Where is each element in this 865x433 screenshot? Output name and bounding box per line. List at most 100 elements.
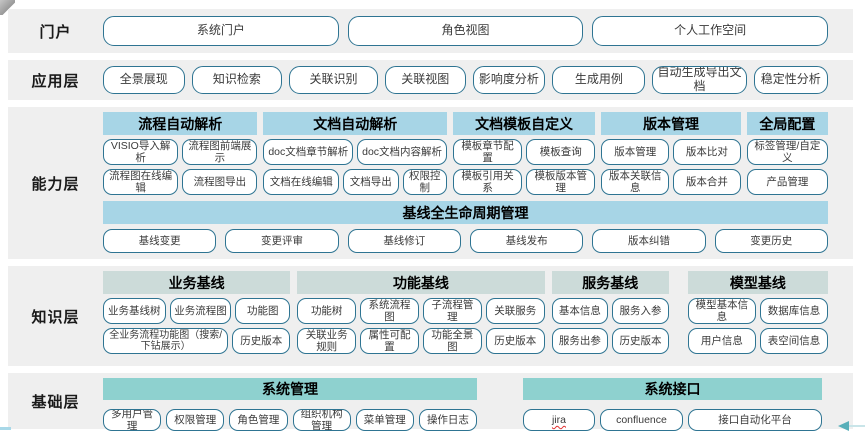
button-row: VISIO导入解析 流程图前端展示	[103, 139, 258, 165]
box-business-flowchart: 业务流程图	[169, 298, 232, 324]
box-knowledge-search: 知识检索	[191, 66, 283, 94]
box-auto-export-doc: 自动生成导出文档	[652, 66, 747, 94]
box-template-query: 模板查询	[526, 139, 596, 165]
box-history-version: 历史版本	[612, 328, 669, 354]
box-system-portal: 系统门户	[103, 16, 339, 46]
box-user-info: 用户信息	[687, 328, 756, 354]
box-org-structure-mgmt: 组织机构管理	[292, 409, 351, 431]
box-model-basic-info: 模型基本信息	[687, 298, 756, 324]
box-related-service: 关联服务	[485, 298, 545, 324]
group-service-baseline: 服务基线 基本信息 服务入参 服务出参 历史版本	[551, 271, 669, 354]
button-row: 文档在线编辑 文档导出 权限控制	[263, 169, 447, 195]
button-row: 用户信息 表空间信息	[687, 328, 829, 354]
knowledge-groups-row: 业务基线 业务基线树 业务流程图 功能图 全业务流程功能图（搜索/下钻展示） 历…	[103, 271, 829, 354]
box-subprocess-mgmt: 子流程管理	[422, 298, 482, 324]
group-model-baseline: 模型基线 模型基本信息 数据库信息 用户信息 表空间信息	[687, 271, 829, 354]
button-row: 标签管理/自定义	[746, 139, 828, 165]
box-baseline-publish: 基线发布	[469, 229, 584, 253]
box-template-chapter-config: 模板章节配置	[452, 139, 523, 165]
group-process-auto-parse: 流程自动解析 VISIO导入解析 流程图前端展示 流程图在线编辑 流程图导出	[103, 112, 258, 195]
layer-application: 应用层 全景展现 知识检索 关联识别 关联视图 影响度分析 生成用例 自动生成导…	[8, 60, 853, 100]
bottom-left-tick-decoration	[0, 427, 11, 430]
box-version-compare: 版本比对	[673, 139, 741, 165]
box-change-history: 变更历史	[714, 229, 828, 253]
box-role-mgmt: 角色管理	[229, 409, 288, 431]
box-basic-info: 基本信息	[551, 298, 609, 324]
button-row: 全业务流程功能图（搜索/下钻展示） 历史版本	[103, 328, 291, 354]
layer-label-foundation: 基础层	[31, 393, 80, 411]
box-permission-mgmt: 权限管理	[166, 409, 225, 431]
button-row: 产品管理	[746, 169, 828, 195]
layer-label-portal: 门户	[39, 23, 72, 41]
group-header: 系统接口	[523, 378, 822, 400]
layer-label-knowledge: 知识层	[31, 308, 80, 326]
group-header: 系统管理	[103, 378, 477, 400]
box-impact-analysis: 影响度分析	[472, 66, 546, 94]
group-header: 版本管理	[601, 112, 741, 135]
group-header: 模型基线	[687, 271, 828, 294]
group-header: 流程自动解析	[103, 112, 258, 135]
group-header: 文档自动解析	[263, 112, 447, 135]
box-panorama: 全景展现	[103, 66, 185, 94]
group-doc-template-custom: 文档模板自定义 模板章节配置 模板查询 模板引用关系 模板版本管理	[452, 112, 596, 195]
box-template-version-mgmt: 模板版本管理	[526, 169, 596, 195]
left-arrow-line-decoration	[846, 425, 865, 427]
box-tag-mgmt-custom: 标签管理/自定义	[746, 139, 828, 165]
layer-portal: 门户 系统门户 角色视图 个人工作空间	[8, 9, 853, 53]
box-system-flowchart: 系统流程图	[360, 298, 419, 324]
knowledge-content: 业务基线 业务基线树 业务流程图 功能图 全业务流程功能图（搜索/下钻展示） 历…	[103, 266, 853, 366]
box-visio-import: VISIO导入解析	[103, 139, 179, 165]
box-role-view: 角色视图	[347, 16, 584, 46]
button-row: 模型基本信息 数据库信息	[687, 298, 829, 324]
box-related-business-rule: 关联业务规则	[297, 328, 357, 354]
box-menu-mgmt: 菜单管理	[355, 409, 414, 431]
box-permission-control: 权限控制	[402, 169, 447, 195]
button-row: jira confluence 接口自动化平台	[523, 409, 822, 431]
box-doc-online-edit: 文档在线编辑	[263, 169, 339, 195]
button-row: 基本信息 服务入参	[551, 298, 669, 324]
button-row: 业务基线树 业务流程图 功能图	[103, 298, 291, 324]
box-operation-log: 操作日志	[418, 409, 478, 431]
box-version-merge: 版本合并	[673, 169, 741, 195]
group-system-interface: 系统接口 jira confluence 接口自动化平台	[523, 378, 822, 431]
box-service-output-params: 服务出参	[551, 328, 609, 354]
button-row: 多用户管理 权限管理 角色管理 组织机构管理 菜单管理 操作日志	[103, 409, 478, 431]
box-product-mgmt: 产品管理	[746, 169, 828, 195]
group-business-baseline: 业务基线 业务基线树 业务流程图 功能图 全业务流程功能图（搜索/下钻展示） 历…	[103, 271, 291, 354]
box-doc-content-parse: doc文档内容解析	[357, 139, 447, 165]
box-flowchart-frontend: 流程图前端展示	[182, 139, 258, 165]
group-header: 业务基线	[103, 271, 291, 294]
foundation-content: 系统管理 多用户管理 权限管理 角色管理 组织机构管理 菜单管理 操作日志 系统…	[103, 373, 853, 431]
group-header: 全局配置	[746, 112, 828, 135]
box-doc-chapter-parse: doc文档章节解析	[263, 139, 354, 165]
group-header: 文档模板自定义	[452, 112, 596, 135]
box-service-input-params: 服务入参	[612, 298, 669, 324]
box-flowchart-online-edit: 流程图在线编辑	[103, 169, 179, 195]
capability-groups-row: 流程自动解析 VISIO导入解析 流程图前端展示 流程图在线编辑 流程图导出 文…	[103, 112, 828, 195]
button-row: doc文档章节解析 doc文档内容解析	[263, 139, 447, 165]
box-database-info: 数据库信息	[759, 298, 829, 324]
box-change-review: 变更评审	[225, 229, 339, 253]
box-history-version: 历史版本	[232, 328, 291, 354]
box-relation-view: 关联视图	[384, 66, 466, 94]
button-row: 关联业务规则 属性可配置 功能全景图 历史版本	[297, 328, 545, 354]
baseline-lifecycle-header: 基线全生命周期管理	[103, 201, 828, 224]
box-jira: jira	[523, 409, 595, 431]
foundation-groups-row: 系统管理 多用户管理 权限管理 角色管理 组织机构管理 菜单管理 操作日志 系统…	[103, 378, 828, 431]
jira-label: jira	[551, 413, 566, 426]
box-business-baseline-tree: 业务基线树	[103, 298, 166, 324]
box-tablespace-info: 表空间信息	[759, 328, 829, 354]
button-row: 流程图在线编辑 流程图导出	[103, 169, 258, 195]
button-row: 模板引用关系 模板版本管理	[452, 169, 596, 195]
layer-label-capability: 能力层	[31, 175, 80, 193]
box-generate-usecase: 生成用例	[552, 66, 646, 94]
group-global-config: 全局配置 标签管理/自定义 产品管理	[746, 112, 828, 195]
box-stability-analysis: 稳定性分析	[753, 66, 828, 94]
box-baseline-revise: 基线修订	[347, 229, 461, 253]
layer-capability: 能力层 流程自动解析 VISIO导入解析 流程图前端展示 流程图在线编辑 流程图…	[8, 107, 853, 259]
baseline-button-row: 基线变更 变更评审 基线修订 基线发布 版本纠错 变更历史	[103, 229, 828, 253]
group-function-baseline: 功能基线 功能树 系统流程图 子流程管理 关联服务 关联业务规则 属性可配置 功…	[297, 271, 545, 354]
box-version-relation-info: 版本关联信息	[601, 169, 670, 195]
box-history-version: 历史版本	[485, 328, 545, 354]
